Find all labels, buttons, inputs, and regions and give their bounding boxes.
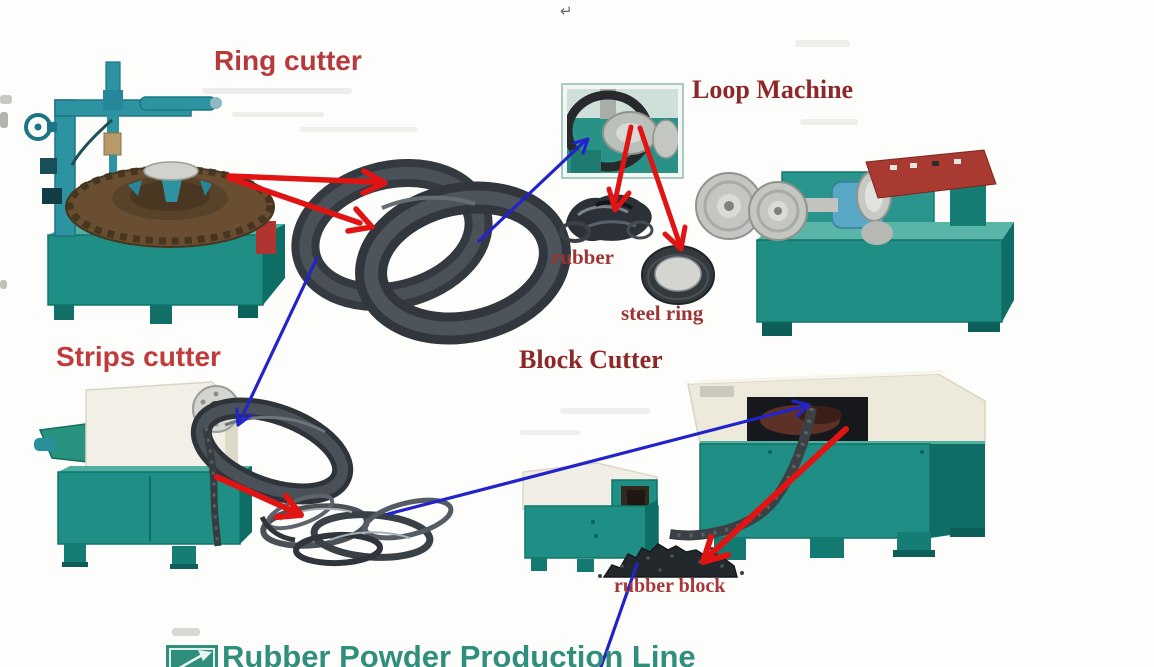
cut-strip [202, 427, 222, 547]
scan-smudge [0, 280, 7, 289]
cover-ridge [688, 370, 948, 384]
vent [700, 386, 734, 397]
scan-smudge [300, 127, 418, 132]
blue-arrow-rings-to-strips-cutter [235, 256, 319, 427]
machine-leg [150, 302, 172, 324]
scan-smudge [560, 408, 650, 414]
rubber-block-pile [598, 543, 744, 578]
red-arrow-inset-to-rubber [606, 124, 634, 213]
cut-tire-rings [291, 159, 571, 345]
scan-smudge [800, 119, 858, 125]
arrow-up-right-icon [198, 650, 212, 661]
arm-cap [210, 97, 222, 109]
red-arrow-strips-cutter-to-heap [214, 474, 304, 520]
tire-hub-plate [143, 161, 199, 181]
hose [70, 118, 113, 166]
rubber-strips-pile [559, 194, 654, 243]
scan-smudge [0, 95, 12, 104]
label-ring-cutter: Ring cutter [214, 45, 362, 76]
column-box [42, 188, 62, 204]
machine-leg [531, 558, 547, 571]
body-side [930, 444, 985, 538]
wheel-hub [861, 221, 893, 245]
block-cutter-machine [669, 370, 986, 560]
flow-arrows [214, 124, 849, 667]
machine-foot [762, 322, 792, 336]
column-box [40, 158, 57, 174]
body-front [756, 239, 1003, 323]
granulator-machine [522, 462, 659, 572]
blue-line-pile-to-title [599, 562, 639, 667]
loop-machine-machine [695, 149, 1014, 336]
handwheel-hub [34, 123, 42, 131]
return-mark: ↵ [560, 2, 573, 20]
base-side [645, 500, 658, 558]
cutter-head [103, 90, 123, 110]
inset-wheel [652, 119, 678, 159]
base-top [58, 466, 252, 472]
label-block-cutter: Block Cutter [519, 345, 663, 374]
production-line-title: Rubber Powder Production Line [222, 639, 696, 667]
scan-smudge [202, 88, 352, 94]
label-rubber: rubber [551, 245, 614, 269]
red-arrow-block-cutter-to-pile [700, 426, 849, 565]
cutter-shaft [107, 110, 119, 136]
arm-cylinder [139, 96, 217, 111]
scan-smudge [795, 40, 850, 47]
scan-smudge [0, 112, 8, 128]
machine-leg [577, 559, 594, 572]
rubber-strips-heap [259, 493, 454, 567]
control-panel [865, 149, 997, 199]
machine-leg [64, 544, 86, 564]
roller-pulley [748, 181, 808, 241]
cutter-tip [109, 155, 117, 173]
ring-cutter-tire [65, 161, 275, 248]
blue-arrow-heap-to-block-cutter [386, 399, 811, 516]
scan-smudge [232, 112, 324, 117]
ring-cutter-machine [24, 61, 285, 324]
panel-support [950, 184, 986, 226]
blue-arrow-rings-to-inset [477, 137, 590, 243]
body-side [1002, 222, 1014, 322]
feed-cylinder [34, 438, 56, 451]
label-rubber-block: rubber block [614, 575, 726, 597]
red-arrow-tire-to-ring-2 [226, 175, 375, 234]
red-arrow-tire-to-ring-1 [226, 168, 388, 196]
scan-smudge [520, 430, 580, 435]
machine-leg [172, 546, 196, 566]
rubber-strip-feed [669, 407, 817, 541]
red-arrow-inset-to-steel-ring [637, 125, 688, 252]
machine-leg [810, 538, 844, 558]
roller-pulley [695, 172, 763, 240]
red-panel [256, 221, 276, 254]
base-front [524, 505, 659, 559]
threaded-section [103, 132, 122, 156]
steel-ring [641, 245, 715, 305]
scan-smudge [172, 628, 200, 636]
label-loop-machine: Loop Machine [692, 75, 854, 104]
label-strips-cutter: Strips cutter [56, 341, 221, 372]
machine-leg [897, 532, 931, 554]
production-line-logo-icon [166, 645, 218, 667]
tire-ring-being-cut [190, 397, 354, 505]
strips-cutter-machine [34, 381, 354, 569]
handwheel-mount [47, 122, 57, 132]
label-steel-ring: steel ring [621, 301, 704, 325]
